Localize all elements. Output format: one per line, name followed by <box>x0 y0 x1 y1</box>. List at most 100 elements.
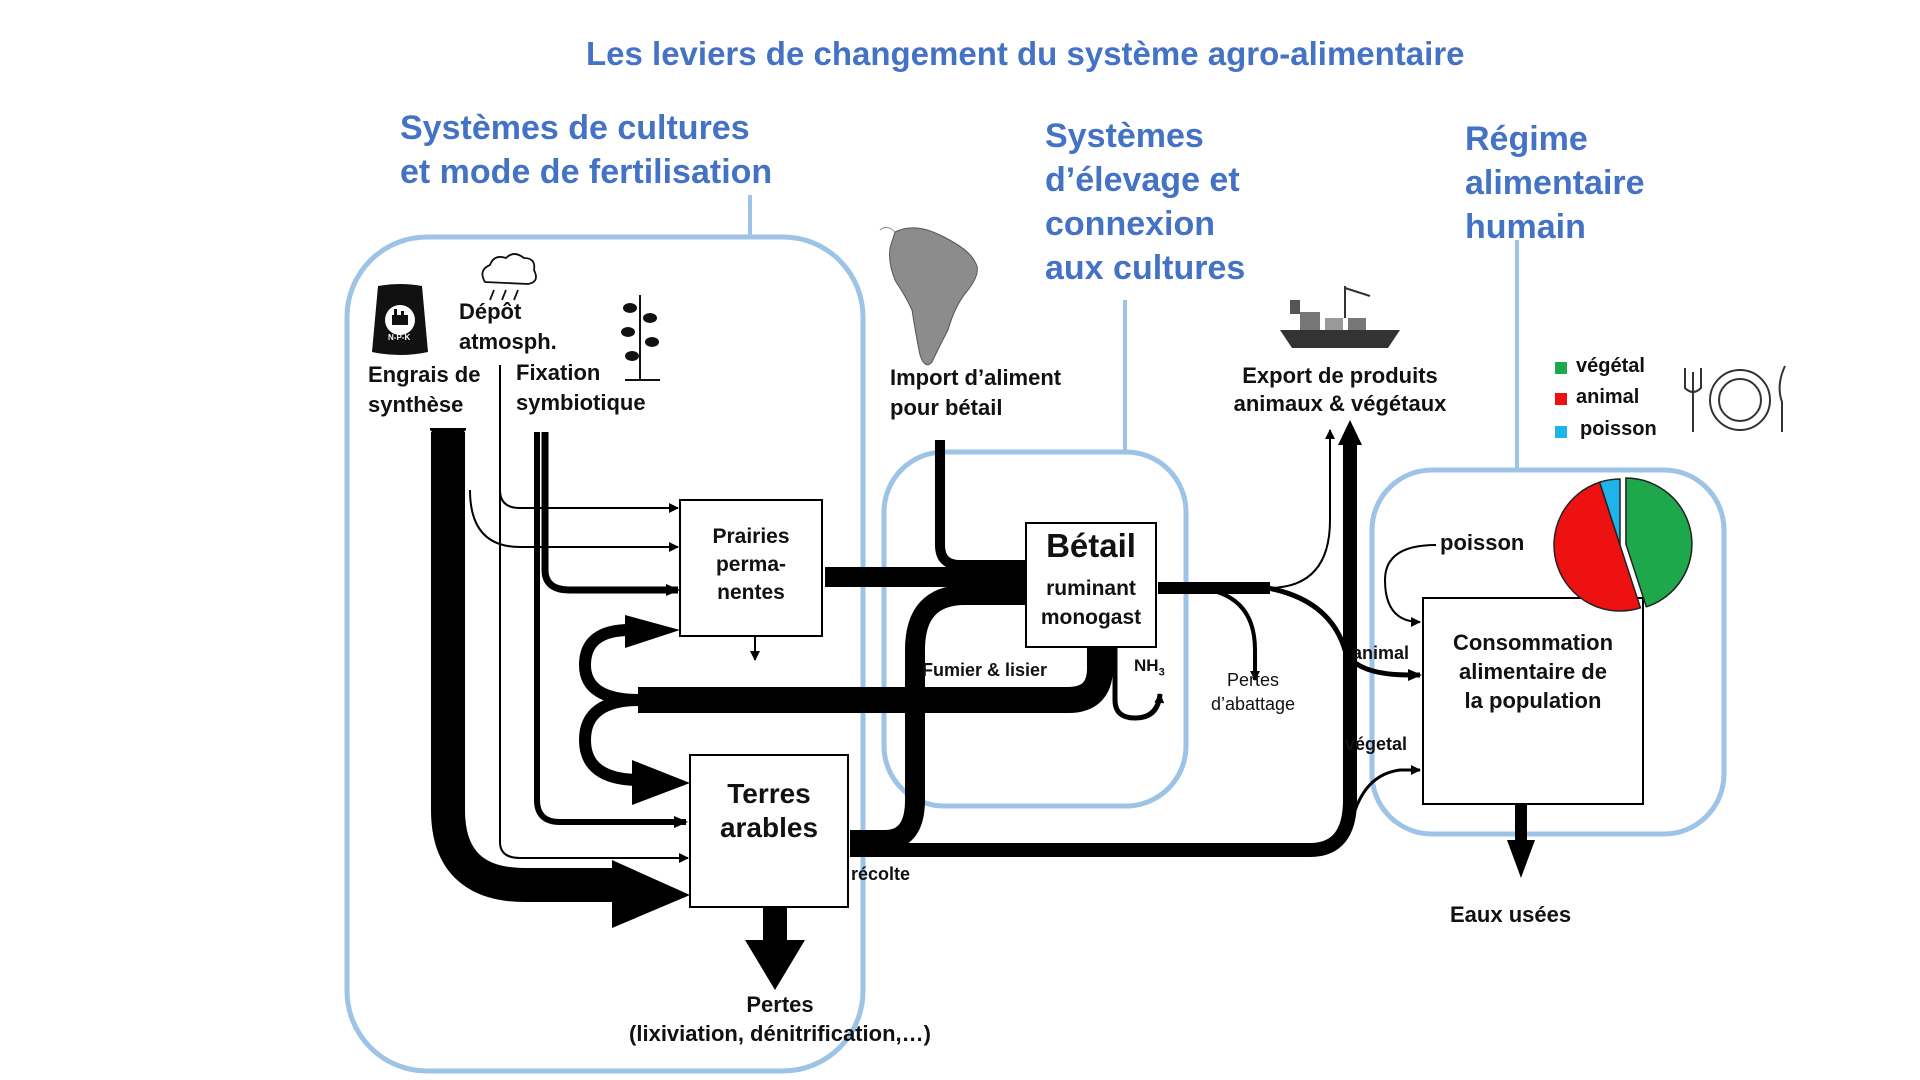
label-depot: Dépôt atmosph. <box>459 297 557 357</box>
cargo-ship-icon <box>1280 286 1400 348</box>
heading-regime-line: alimentaire <box>1465 164 1645 202</box>
heading-regime-line: humain <box>1465 208 1586 246</box>
flow-depot-prairies-2 <box>469 489 679 552</box>
label-nh3-main: NH <box>1134 656 1159 675</box>
flow-vegetal-conso <box>1348 765 1421 831</box>
label-export-line: Export de produits <box>1242 363 1438 388</box>
legume-plant-icon <box>621 295 660 381</box>
label-export-line: animaux & végétaux <box>1233 391 1447 416</box>
heading-elevage: Systèmes d’élevage et connexion aux cult… <box>1045 114 1245 290</box>
heading-elevage-line: d’élevage et <box>1045 161 1240 199</box>
label-eaux-usees: Eaux usées <box>1450 902 1572 927</box>
diet-pie-chart <box>1553 477 1693 612</box>
flow-pertes-abattage <box>1209 588 1260 681</box>
flow-eaux <box>1515 803 1527 843</box>
label-pertes-line: Pertes <box>746 992 814 1017</box>
heading-cultures: Systèmes de cultures et mode de fertilis… <box>400 106 772 194</box>
legend-label-vegetal: végétal <box>1576 355 1645 377</box>
flow-recolte <box>850 435 1357 857</box>
node-betail-sub: ruminant monogast <box>1026 574 1156 632</box>
arrowhead-fumier-prairies <box>625 615 680 648</box>
flow-export-animal <box>1267 429 1335 589</box>
heading-elevage-line: Systèmes <box>1045 117 1204 155</box>
legend-label-animal: animal <box>1576 386 1640 408</box>
frame-elevage <box>881 449 1189 809</box>
flow-engrais-top <box>430 428 466 445</box>
flow-fumier-loop-terres <box>578 694 641 786</box>
frame-regime <box>1369 467 1727 837</box>
flow-poisson <box>1383 544 1437 627</box>
node-betail-sub-line: ruminant <box>1046 577 1136 600</box>
node-terres-label: Terres arables <box>690 777 848 845</box>
label-import: Import d’aliment pour bétail <box>890 363 1061 423</box>
node-consommation-line: la population <box>1464 688 1602 713</box>
label-recolte: récolte <box>851 864 911 884</box>
label-pertes-line: (lixiviation, dénitrification,…) <box>629 1021 931 1046</box>
label-import-line: pour bétail <box>890 395 1003 420</box>
pie-slice-3 <box>1598 478 1621 546</box>
frame-cultures <box>344 234 866 1074</box>
heading-elevage-line: aux cultures <box>1045 249 1246 287</box>
node-prairies-line: nentes <box>717 581 785 604</box>
fork-plate-knife-icon <box>1684 365 1786 432</box>
label-fixation: Fixation symbiotique <box>516 358 646 418</box>
node-prairies-line: Prairies <box>712 525 790 548</box>
legend-swatch-2 <box>1555 393 1567 405</box>
node-terres-line: arables <box>719 812 819 843</box>
label-export: Export de produits animaux & végétaux <box>1220 362 1460 418</box>
rain-cloud-icon <box>481 253 537 301</box>
flow-import-betail <box>935 440 1030 570</box>
flow-depot-terres <box>499 490 689 863</box>
legend-swatches <box>1555 362 1567 438</box>
label-pertes-abattage: Pertes d’abattage <box>1193 668 1313 716</box>
flow-terres-betail <box>850 585 1030 850</box>
label-import-line: Import d’aliment <box>890 365 1062 390</box>
arrowhead-engrais <box>612 860 690 928</box>
flow-fixation-terres <box>534 432 688 828</box>
arrowhead-eaux <box>1507 840 1535 878</box>
main-title: Les leviers de changement du système agr… <box>586 35 1465 72</box>
node-consommation-line: Consommation <box>1452 630 1614 655</box>
label-poisson-flow: poisson <box>1440 530 1525 555</box>
heading-cultures-line: et mode de fertilisation <box>400 153 773 191</box>
label-depot-line: atmosph. <box>459 329 557 354</box>
pie-slice-2 <box>1553 481 1642 612</box>
label-animal: animal <box>1352 643 1410 663</box>
label-pertes: Pertes (lixiviation, dénitrification,…) <box>470 990 1090 1048</box>
legend-swatch-1 <box>1555 362 1567 374</box>
flow-fumier-main <box>638 645 1113 713</box>
label-vegetal: végetal <box>1345 734 1408 754</box>
node-prairies-line: perma- <box>715 553 787 576</box>
legend-label-poisson: poisson <box>1580 418 1657 440</box>
box-betail <box>1025 522 1157 648</box>
label-pertes-abattage-line: d’abattage <box>1210 694 1296 714</box>
heading-regime-line: Régime <box>1465 120 1588 158</box>
arrowhead-pertes <box>745 940 805 990</box>
label-pertes-abattage-line: Pertes <box>1226 670 1280 690</box>
box-terres <box>689 754 849 908</box>
heading-regime: Régime alimentaire humain <box>1465 117 1645 249</box>
box-prairies <box>679 499 823 637</box>
heading-cultures-line: Systèmes de cultures <box>400 109 750 147</box>
npk-bag-label: N-P-K <box>388 333 411 342</box>
flow-nh3 <box>1112 645 1165 721</box>
south-america-map-icon <box>879 226 978 366</box>
flow-fixation-prairies <box>541 432 680 596</box>
label-nh3: NH3 <box>1134 656 1165 678</box>
arrowhead-export <box>1338 420 1362 445</box>
pie-slice-1 <box>1625 477 1693 608</box>
node-betail-sub-line: monogast <box>1040 606 1142 629</box>
node-consommation-line: alimentaire de <box>1459 659 1607 684</box>
node-consommation-label: Consommation alimentaire de la populatio… <box>1423 628 1643 715</box>
arrowhead-fumier-terres <box>632 760 690 805</box>
label-depot-line: Dépôt <box>459 299 522 324</box>
label-nh3-sub: 3 <box>1158 666 1165 679</box>
heading-elevage-line: connexion <box>1045 205 1216 243</box>
node-terres-line: Terres <box>727 778 811 809</box>
label-engrais-line: Engrais de <box>368 362 481 387</box>
label-engrais-line: synthèse <box>368 392 464 417</box>
label-fixation-line: symbiotique <box>516 390 646 415</box>
label-fumier: Fumier & lisier <box>922 660 1048 680</box>
